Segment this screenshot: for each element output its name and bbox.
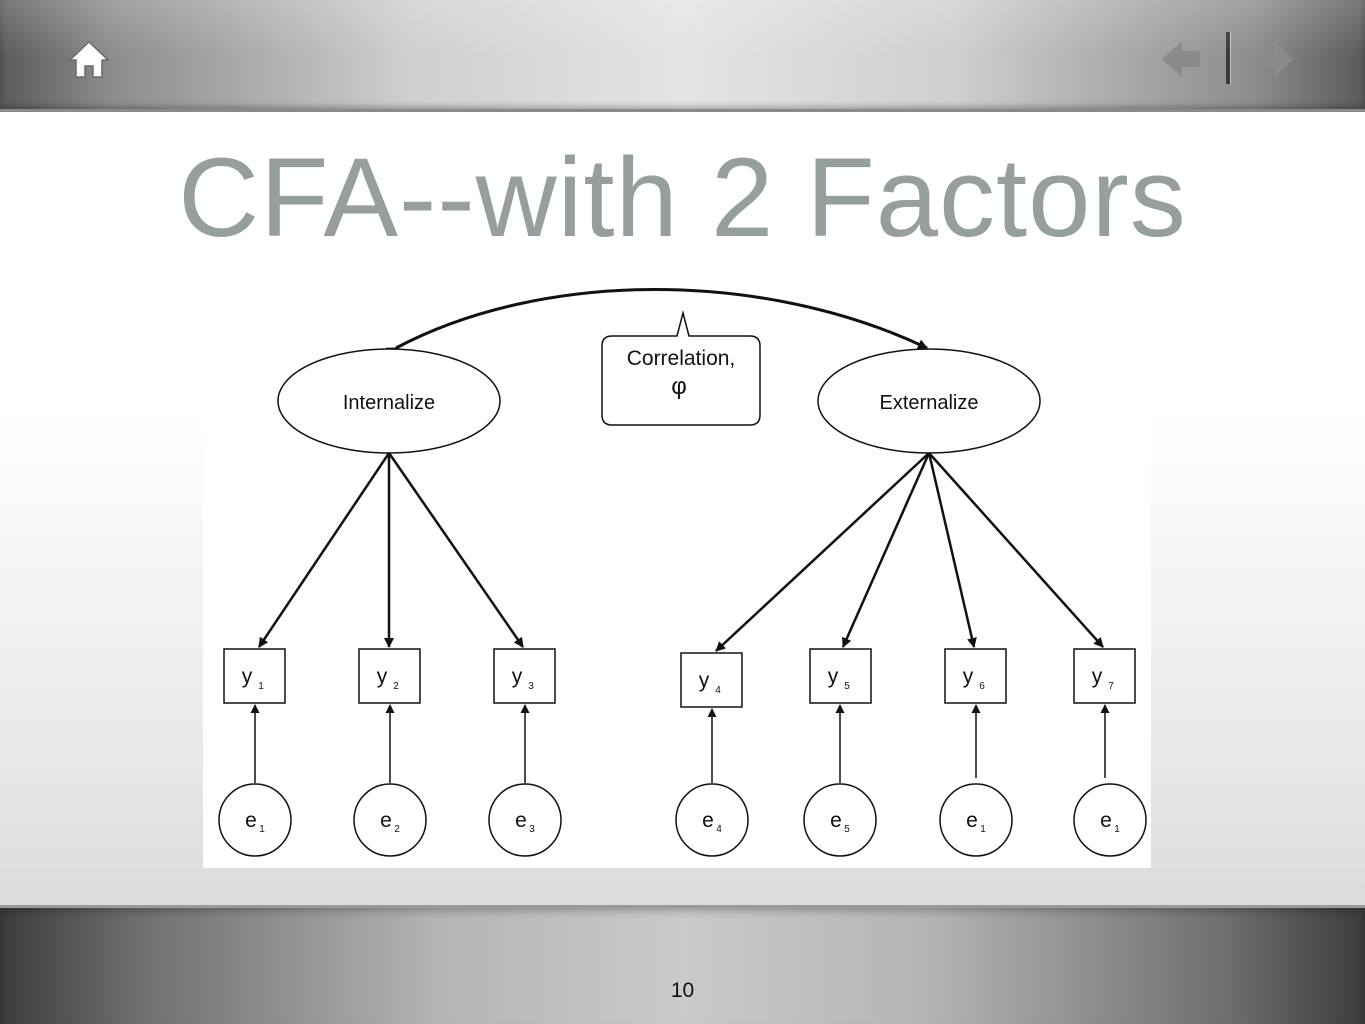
nav-divider (1226, 32, 1230, 84)
svg-text:4: 4 (716, 824, 722, 835)
loading-arrow (257, 452, 391, 648)
correlation-callout: Correlation, φ (601, 310, 761, 426)
loading-arrow (387, 452, 525, 648)
svg-text:e: e (1100, 809, 1112, 832)
loading-arrow (715, 452, 930, 652)
callout-label: Correlation, (627, 347, 736, 370)
svg-text:y: y (963, 665, 974, 688)
svg-text:e: e (702, 809, 714, 832)
indicator-y7: y 7 (1073, 648, 1136, 704)
next-slide-button[interactable] (1252, 38, 1296, 80)
error-e7: e 1 (1073, 783, 1147, 857)
svg-text:y: y (242, 665, 253, 688)
svg-text:e: e (966, 809, 978, 832)
error-e5: e 5 (803, 783, 877, 857)
loading-arrow (841, 452, 931, 648)
svg-text:y: y (377, 665, 388, 688)
indicator-y6: y 6 (944, 648, 1007, 704)
error-e4: e 4 (675, 783, 749, 857)
svg-text:y: y (699, 669, 710, 692)
svg-text:5: 5 (844, 824, 850, 835)
page-number: 10 (670, 979, 695, 1002)
factor-correlation-path (385, 288, 928, 357)
svg-text:e: e (380, 809, 392, 832)
top-navigation-bar (0, 0, 1365, 112)
svg-text:y: y (1092, 665, 1103, 688)
svg-text:2: 2 (394, 824, 400, 835)
arrow-left-icon (1162, 41, 1200, 77)
svg-text:2: 2 (393, 681, 399, 692)
svg-text:5: 5 (844, 681, 850, 692)
factor-label: Internalize (343, 392, 435, 414)
home-icon (68, 40, 110, 78)
loading-arrow (927, 452, 977, 648)
indicator-y2: y 2 (358, 648, 421, 704)
home-button[interactable] (68, 40, 110, 80)
previous-slide-button[interactable] (1160, 38, 1204, 80)
indicator-y3: y 3 (493, 648, 556, 704)
slide-title: CFA--with 2 Factors (178, 135, 1187, 260)
svg-text:1: 1 (258, 681, 264, 692)
svg-text:1: 1 (980, 824, 986, 835)
svg-text:6: 6 (979, 681, 985, 692)
factor-label: Externalize (880, 392, 979, 414)
factor-externalize: Externalize (817, 348, 1041, 454)
svg-text:3: 3 (528, 681, 534, 692)
svg-text:1: 1 (1114, 824, 1120, 835)
error-e1: e 1 (218, 783, 292, 857)
error-e2: e 2 (353, 783, 427, 857)
svg-text:1: 1 (259, 824, 265, 835)
arrow-right-icon (1256, 41, 1294, 77)
svg-text:4: 4 (715, 685, 721, 696)
bottom-bar (0, 905, 1365, 1024)
svg-text:e: e (245, 809, 257, 832)
svg-text:e: e (515, 809, 527, 832)
indicator-y5: y 5 (809, 648, 872, 704)
svg-text:e: e (830, 809, 842, 832)
svg-text:3: 3 (529, 824, 535, 835)
indicator-y1: y 1 (223, 648, 286, 704)
factor-internalize: Internalize (277, 348, 501, 454)
svg-text:7: 7 (1108, 681, 1114, 692)
error-e6: e 1 (939, 783, 1013, 857)
svg-text:y: y (512, 665, 523, 688)
phi-symbol: φ (671, 373, 687, 400)
cfa-path-diagram: Correlation, φ Internalize Externalize (203, 278, 1151, 868)
loading-arrow (928, 452, 1104, 648)
svg-text:y: y (828, 665, 839, 688)
indicator-y4: y 4 (680, 652, 743, 708)
error-e3: e 3 (488, 783, 562, 857)
